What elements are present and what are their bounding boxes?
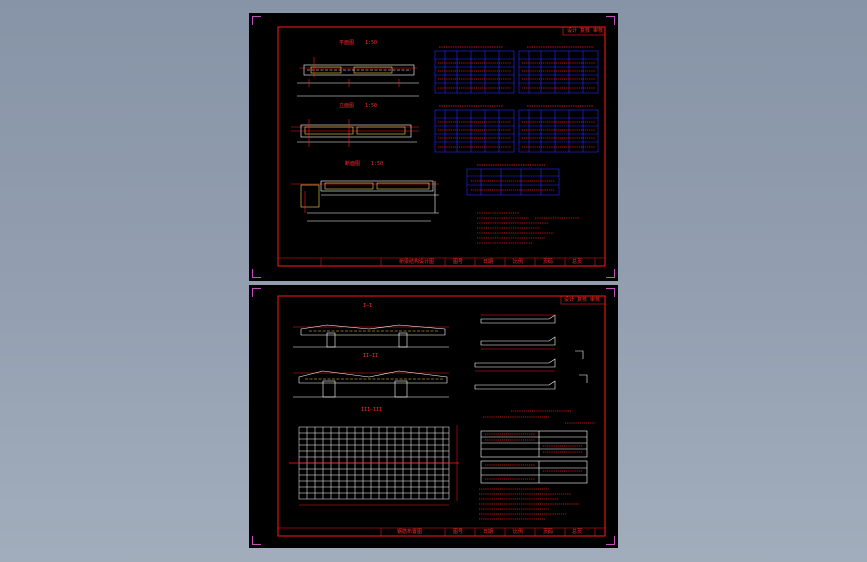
plan-view-scale: 1:50 — [365, 40, 378, 46]
section-1-title: I—I — [363, 303, 373, 309]
corner-mark — [252, 536, 261, 545]
sheet-top-title-block: 桥梁结构设计图 — [399, 259, 435, 265]
elevation-view — [291, 119, 419, 147]
rebar-grid — [289, 425, 459, 506]
table-text-marks — [438, 46, 595, 244]
title-cell-drawing-no: 图号 — [453, 529, 464, 535]
corner-mark — [252, 16, 261, 25]
plan-view — [297, 57, 419, 97]
section-2 — [293, 370, 449, 398]
section-1 — [293, 324, 449, 348]
title-cell-scale: 比例 — [513, 529, 524, 535]
sheet-top-corner-label: 设计 复核 审核 — [567, 28, 604, 34]
elevation-view-title: 立面图 — [339, 103, 355, 109]
rebar-tables — [434, 50, 599, 196]
title-cell-date: 日期 — [483, 529, 494, 535]
title-cell-page: 页码 — [543, 529, 554, 535]
sheet-bottom-title-block: 钢筋布置图 — [397, 529, 423, 535]
corner-mark — [252, 269, 261, 278]
sheet-bottom-drawing — [277, 295, 606, 537]
section-2-title: II—II — [363, 353, 379, 359]
rebar-details — [474, 314, 588, 390]
section-view — [291, 180, 439, 222]
sheet-bottom-corner-label: 设计 复核 审核 — [564, 297, 601, 303]
title-cell-total: 总页 — [572, 529, 583, 535]
section-view-title: 断面图 — [345, 161, 361, 167]
title-cell-total: 总页 — [572, 259, 583, 265]
corner-mark — [252, 288, 261, 297]
title-cell-page: 页码 — [543, 259, 554, 265]
title-cell-scale: 比例 — [513, 259, 524, 265]
corner-mark — [606, 16, 615, 25]
note-text-marks — [479, 410, 595, 520]
title-cell-date: 日期 — [483, 259, 494, 265]
plan-view-title: 平面图 — [339, 40, 355, 46]
corner-mark — [606, 288, 615, 297]
drawing-sheet-top[interactable]: 设计 复核 审核 平面图 1:50 立面图 1:50 断面图 1:50 桥梁结构… — [249, 13, 618, 281]
title-cell-drawing-no: 图号 — [453, 259, 464, 265]
corner-mark — [606, 536, 615, 545]
drawing-sheet-bottom[interactable]: 设计 复核 审核 I—I II—II III—III 钢筋布置图 图号 日期 比… — [249, 285, 618, 548]
quantity-tables — [480, 430, 588, 484]
sheet-top-drawing — [277, 26, 606, 267]
section-3-title: III—III — [361, 407, 383, 413]
corner-mark — [606, 269, 615, 278]
section-view-scale: 1:50 — [371, 161, 384, 167]
elevation-view-scale: 1:50 — [365, 103, 378, 109]
